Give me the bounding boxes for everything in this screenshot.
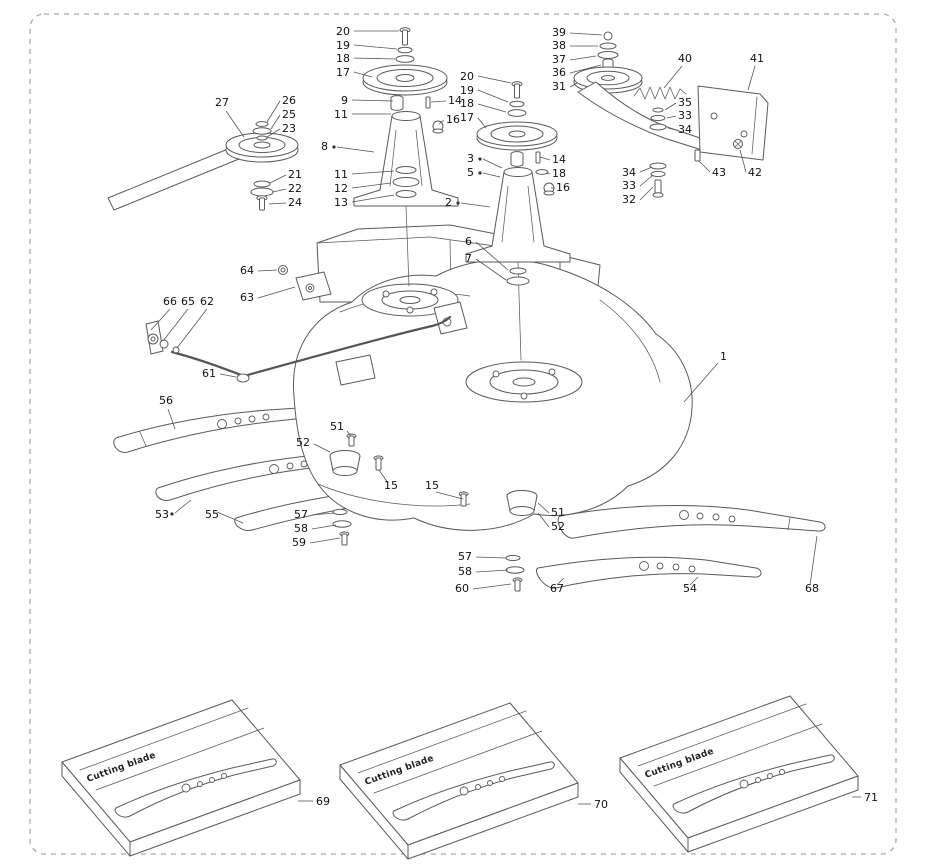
part-label-33: 33 <box>678 109 692 122</box>
part-label-43: 43 <box>712 166 726 179</box>
part-label-53: 53 <box>155 508 169 521</box>
part-label-27: 27 <box>215 96 229 109</box>
part-label-12: 12 <box>334 182 348 195</box>
part-label-31: 31 <box>552 80 566 93</box>
part-label-1: 1 <box>720 350 727 363</box>
part-label-11: 11 <box>334 108 348 121</box>
blade-hub-right <box>505 490 538 592</box>
part-label-58: 58 <box>294 522 308 535</box>
spindle-assembly-front <box>353 27 459 287</box>
part-label-55: 55 <box>205 508 219 521</box>
part-label-59: 59 <box>292 536 306 549</box>
callout-labels: 20 19 18 17 9 11 14 16 8 11 12 13 27 26 … <box>155 25 878 811</box>
part-label-20: 20 <box>460 70 474 83</box>
part-label-56: 56 <box>159 394 173 407</box>
part-label-40: 40 <box>678 52 692 65</box>
part-label-34: 34 <box>622 166 636 179</box>
part-label-19: 19 <box>336 39 350 52</box>
part-label-71: 71 <box>864 791 878 804</box>
part-label-66: 66 <box>163 295 177 308</box>
part-label-57: 57 <box>294 508 308 521</box>
part-label-64: 64 <box>240 264 254 277</box>
part-label-67: 67 <box>550 582 564 595</box>
part-label-60: 60 <box>455 582 469 595</box>
blade-hub-left <box>329 433 469 546</box>
cutting-blades <box>113 405 826 589</box>
part-label-54: 54 <box>683 582 697 595</box>
part-label-18: 18 <box>552 167 566 180</box>
part-label-65: 65 <box>181 295 195 308</box>
part-label-24: 24 <box>288 196 302 209</box>
part-label-35: 35 <box>678 96 692 109</box>
part-label-63: 63 <box>240 291 254 304</box>
part-label-32: 32 <box>622 193 636 206</box>
part-label-20: 20 <box>336 25 350 38</box>
part-label-18: 18 <box>336 52 350 65</box>
part-label-16: 16 <box>556 181 570 194</box>
part-label-42: 42 <box>748 166 762 179</box>
part-label-41: 41 <box>750 52 764 65</box>
part-label-17: 17 <box>460 111 474 124</box>
part-label-19: 19 <box>460 84 474 97</box>
part-label-3: 3 <box>467 152 474 165</box>
part-label-68: 68 <box>805 582 819 595</box>
part-label-9: 9 <box>341 94 348 107</box>
part-label-62: 62 <box>200 295 214 308</box>
belt-pulley-assembly <box>107 121 299 211</box>
part-label-37: 37 <box>552 53 566 66</box>
part-label-26: 26 <box>282 94 296 107</box>
part-label-2: 2 <box>445 196 452 209</box>
part-label-51: 51 <box>551 506 565 519</box>
part-label-15: 15 <box>425 479 439 492</box>
part-label-16: 16 <box>446 113 460 126</box>
part-label-70: 70 <box>594 798 608 811</box>
part-label-38: 38 <box>552 39 566 52</box>
part-label-15: 15 <box>384 479 398 492</box>
part-label-36: 36 <box>552 66 566 79</box>
part-label-5: 5 <box>467 166 474 179</box>
part-label-69: 69 <box>316 795 330 808</box>
part-label-33: 33 <box>622 179 636 192</box>
part-label-18: 18 <box>460 97 474 110</box>
part-label-52: 52 <box>551 520 565 533</box>
part-label-61: 61 <box>202 367 216 380</box>
cutting-deck <box>292 259 693 531</box>
part-label-6: 6 <box>465 235 472 248</box>
engagement-rod-linkage <box>145 265 452 383</box>
part-label-34: 34 <box>678 123 692 136</box>
part-label-8: 8 <box>321 140 328 153</box>
part-label-23: 23 <box>282 122 296 135</box>
part-label-17: 17 <box>336 66 350 79</box>
part-label-25: 25 <box>282 108 296 121</box>
part-label-51: 51 <box>330 420 344 433</box>
leader-lines <box>150 30 861 805</box>
part-label-22: 22 <box>288 182 302 195</box>
part-label-11: 11 <box>334 168 348 181</box>
part-label-52: 52 <box>296 436 310 449</box>
diagram-frame <box>29 13 897 855</box>
part-label-39: 39 <box>552 26 566 39</box>
tension-bracket-assembly <box>573 31 769 198</box>
part-label-14: 14 <box>552 153 566 166</box>
part-label-13: 13 <box>334 196 348 209</box>
blade-packages: Cutting blade Cutting blade Cutting blad… <box>61 695 859 860</box>
part-label-58: 58 <box>458 565 472 578</box>
part-label-14: 14 <box>448 94 462 107</box>
part-label-7: 7 <box>465 252 472 265</box>
part-label-21: 21 <box>288 168 302 181</box>
part-label-57: 57 <box>458 550 472 563</box>
